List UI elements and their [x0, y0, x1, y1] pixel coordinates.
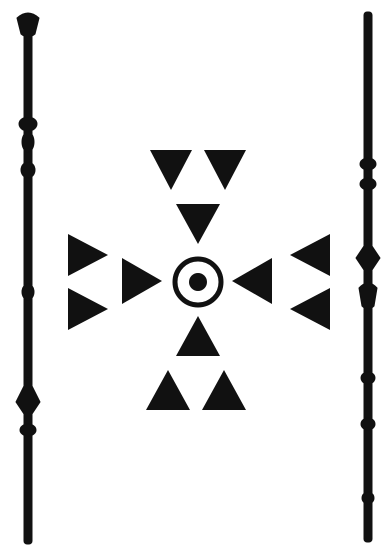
left-border-knot-4	[22, 284, 34, 300]
top-center-triangle	[176, 204, 220, 244]
left-center-triangle	[122, 258, 162, 304]
bottom-right-triangle	[202, 370, 246, 410]
left-upper-triangle	[68, 234, 108, 276]
right-border-knot-4	[361, 418, 375, 430]
right-border-knot-3	[361, 372, 375, 384]
left-border-knot-1	[19, 117, 37, 131]
right-upper-triangle	[290, 234, 330, 276]
target-center-dot	[189, 273, 207, 291]
top-right-triangle	[204, 150, 246, 190]
right-border-stem	[364, 12, 372, 542]
right-lower-triangle	[290, 288, 330, 330]
left-lower-triangle	[68, 288, 108, 330]
right-center-triangle	[232, 258, 272, 304]
right-border-knot-2	[360, 178, 376, 190]
right-border-diamond-upper	[356, 240, 380, 276]
left-border-top-finial	[17, 13, 39, 37]
right-ornamental-border	[356, 12, 380, 542]
left-border-knot-2	[22, 132, 34, 152]
left-border-knot-3	[21, 162, 35, 178]
right-border-knot-5	[362, 492, 374, 504]
left-border-knot-5	[20, 424, 36, 436]
top-left-triangle	[150, 150, 192, 190]
left-border-diamond	[16, 378, 40, 420]
bottom-center-triangle	[176, 316, 220, 356]
left-border-stem	[24, 14, 32, 544]
left-ornamental-border	[16, 13, 40, 544]
bottom-left-triangle	[146, 370, 190, 410]
right-border-knot-1	[360, 158, 376, 170]
right-border-ornament	[359, 283, 377, 309]
center-target	[175, 259, 221, 305]
